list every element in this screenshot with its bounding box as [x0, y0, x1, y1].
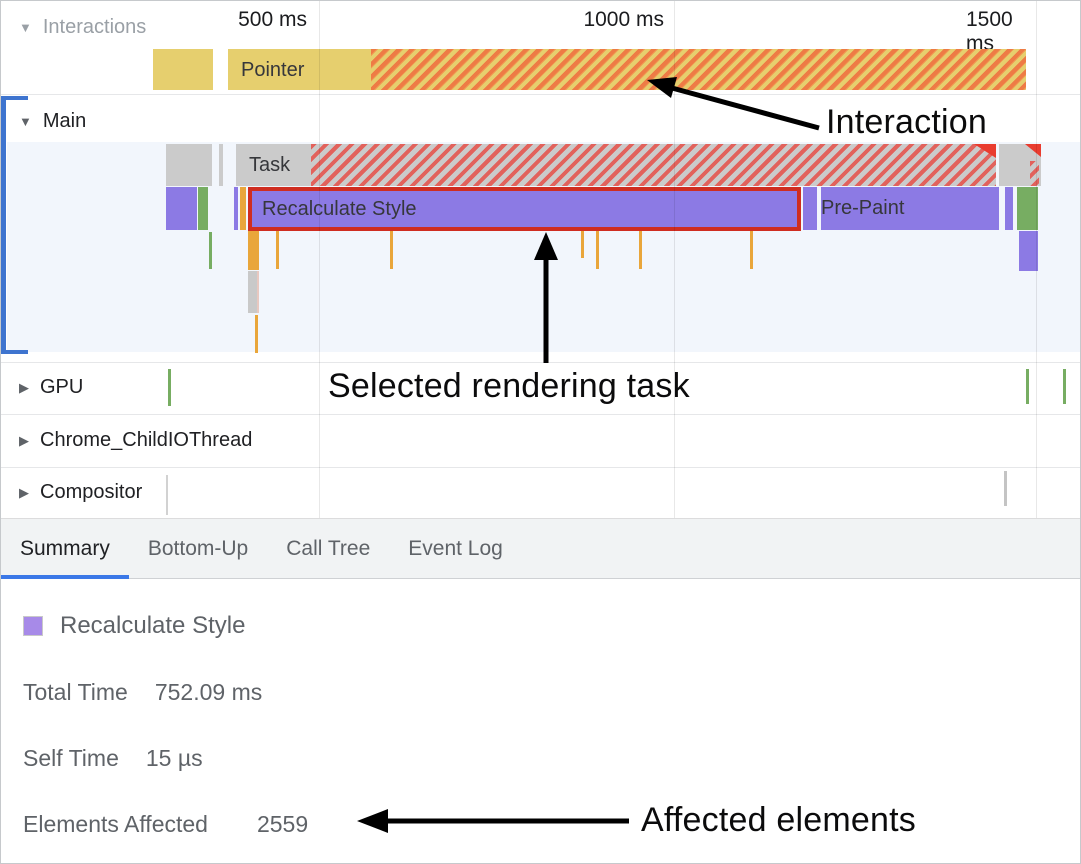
summary-row-value: 15 µs	[145, 745, 203, 771]
tab-bottom-up[interactable]: Bottom-Up	[147, 536, 249, 560]
annotation-interaction: Interaction	[826, 103, 987, 141]
task-long-hatch	[311, 144, 996, 186]
task-label: Task	[249, 154, 291, 176]
flame-segment[interactable]	[248, 231, 259, 270]
flame-segment[interactable]	[581, 231, 584, 258]
track-header-gpu[interactable]: ▶ GPU	[19, 376, 83, 399]
separator	[1, 467, 1080, 468]
flame-segment[interactable]	[999, 144, 1041, 186]
annotation-affected: Affected elements	[641, 801, 916, 839]
flame-segment[interactable]	[166, 187, 197, 230]
summary-row-self-time: Self Time 15 µs	[23, 745, 1080, 772]
flame-segment[interactable]	[219, 144, 223, 186]
flame-segment[interactable]	[209, 232, 212, 269]
collapse-icon[interactable]: ▼	[19, 114, 32, 129]
flame-segment[interactable]	[803, 187, 817, 230]
tab-summary[interactable]: Summary	[1, 519, 129, 579]
flame-segment[interactable]	[255, 315, 258, 353]
task-hatch-fragment	[1030, 161, 1039, 186]
summary-row-value: 752.09 ms	[154, 679, 263, 705]
track-header-compositor[interactable]: ▶ Compositor	[19, 481, 142, 504]
axis-tick-label: 500 ms	[238, 8, 307, 31]
track-header-childio[interactable]: ▶ Chrome_ChildIOThread	[19, 429, 252, 452]
flame-segment[interactable]	[1019, 231, 1038, 271]
task-bar[interactable]: Task	[236, 144, 996, 186]
summary-row-elements-affected: Elements Affected 2559	[23, 811, 1080, 838]
flame-segment[interactable]	[1026, 369, 1029, 404]
separator	[1, 362, 1080, 363]
tab-call-tree[interactable]: Call Tree	[286, 536, 371, 560]
track-header-main[interactable]: ▼ Main	[19, 110, 86, 133]
summary-row-label: Total Time	[23, 679, 128, 705]
gridline	[319, 1, 320, 518]
pre-paint-label: Pre-Paint	[821, 197, 905, 219]
axis-tick-label: 1000 ms	[583, 8, 664, 31]
expand-icon[interactable]: ▶	[19, 432, 29, 448]
summary-row-value: 2559	[256, 811, 309, 837]
track-label: GPU	[40, 376, 84, 398]
flame-segment[interactable]	[248, 271, 259, 313]
summary-row-label: Elements Affected	[23, 811, 208, 837]
flame-segment[interactable]	[240, 187, 246, 230]
recalculate-style-bar-selected[interactable]: Recalculate Style	[248, 187, 801, 231]
flame-segment[interactable]	[166, 144, 212, 186]
flame-segment[interactable]	[234, 187, 238, 230]
flame-segment[interactable]	[1017, 187, 1038, 230]
summary-panel: Recalculate Style Total Time 752.09 ms S…	[1, 580, 1080, 863]
summary-row-total-time: Total Time 752.09 ms	[23, 679, 1080, 706]
long-task-corner-icon	[1025, 144, 1041, 157]
pointer-label: Pointer	[241, 59, 305, 81]
gridline	[674, 1, 675, 518]
flame-segment[interactable]	[639, 231, 642, 269]
flame-segment[interactable]	[1063, 369, 1066, 404]
details-tab-bar: Summary Bottom-Up Call Tree Event Log	[1, 518, 1080, 579]
summary-title-row: Recalculate Style	[23, 612, 1080, 640]
track-label: Interactions	[42, 16, 147, 38]
collapse-icon[interactable]: ▼	[19, 20, 32, 35]
flame-segment[interactable]	[390, 231, 393, 269]
interaction-event-segment[interactable]	[153, 49, 213, 90]
track-label: Compositor	[40, 481, 143, 503]
flame-segment[interactable]	[276, 231, 279, 269]
pointer-interaction-bar[interactable]: Pointer	[228, 49, 1026, 90]
track-label: Chrome_ChildIOThread	[40, 429, 253, 451]
flame-segment[interactable]	[166, 475, 168, 515]
flame-segment[interactable]	[198, 187, 208, 230]
tab-event-log[interactable]: Event Log	[408, 536, 503, 560]
annotation-selected-task: Selected rendering task	[328, 367, 690, 405]
flame-chart[interactable]: 500 ms 1000 ms 1500 ms ▼ Interactions Po…	[1, 1, 1080, 518]
separator	[1, 414, 1080, 415]
summary-row-label: Self Time	[23, 745, 119, 771]
event-color-swatch	[23, 616, 43, 636]
flame-segment[interactable]	[596, 231, 599, 269]
flame-segment[interactable]	[1005, 187, 1013, 230]
gridline	[1036, 1, 1037, 518]
track-header-interactions[interactable]: ▼ Interactions	[19, 16, 146, 39]
selected-track-indicator	[1, 96, 28, 354]
recalculate-style-label: Recalculate Style	[262, 198, 417, 220]
summary-title: Recalculate Style	[60, 612, 246, 639]
flame-segment[interactable]	[1004, 471, 1007, 506]
track-label: Main	[42, 110, 87, 132]
expand-icon[interactable]: ▶	[19, 484, 29, 500]
expand-icon[interactable]: ▶	[19, 379, 29, 395]
interaction-overlong-hatch	[371, 49, 1026, 90]
flame-segment[interactable]	[168, 369, 171, 406]
flame-segment[interactable]	[750, 231, 753, 269]
separator	[1, 94, 1080, 95]
pre-paint-bar[interactable]: Pre-Paint	[821, 187, 999, 230]
